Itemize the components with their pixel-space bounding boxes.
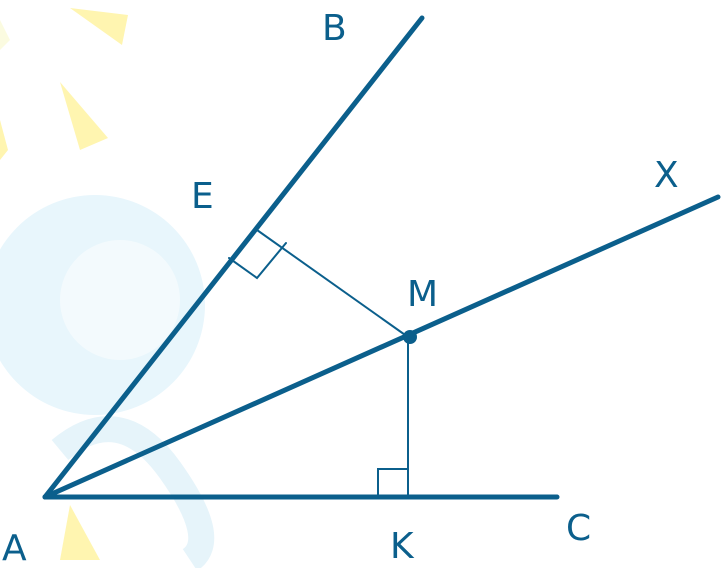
bg-swirl-inner — [60, 240, 180, 360]
label-a: A — [2, 528, 27, 568]
label-e: E — [191, 176, 214, 217]
bg-ray-2 — [60, 82, 108, 150]
right-angle-mark-e — [228, 242, 287, 280]
label-m: M — [407, 274, 438, 315]
background-decoration — [0, 8, 215, 568]
point-labels: A B C X E M K — [2, 8, 679, 568]
point-m-dot — [403, 330, 417, 344]
label-k: K — [390, 526, 415, 567]
label-c: C — [566, 508, 591, 549]
bg-ray-4 — [0, 20, 10, 50]
right-angle-mark-k — [377, 468, 409, 498]
bg-swirl-arc — [51, 416, 215, 568]
ray-ax-bisector — [42, 194, 721, 500]
label-b: B — [322, 8, 347, 49]
perpendicular-me — [256, 229, 409, 338]
bg-ray-5 — [60, 505, 100, 560]
ray-ab — [42, 15, 425, 500]
label-x: X — [654, 155, 679, 196]
geometry-lines — [42, 15, 721, 500]
bg-ray-1 — [70, 8, 128, 45]
bg-ray-3 — [0, 120, 8, 160]
